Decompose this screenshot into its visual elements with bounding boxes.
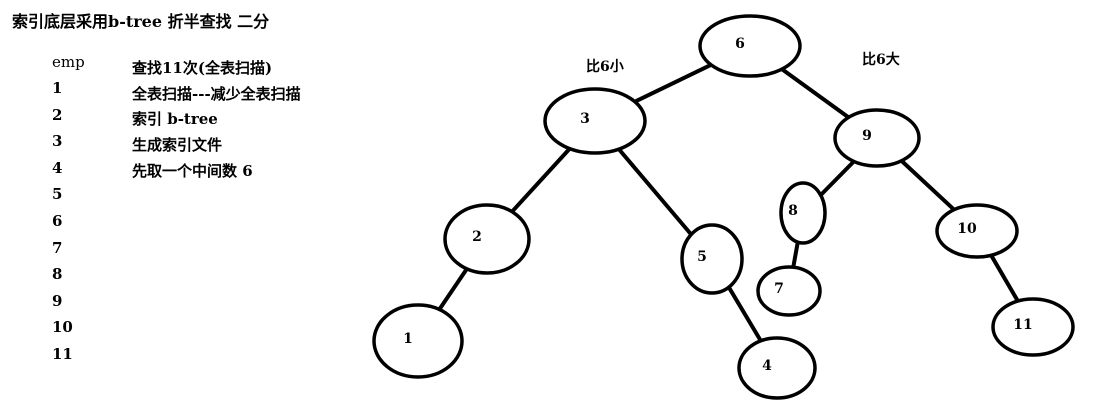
edge-n6-n9 [779, 67, 851, 120]
tree-node-3 [543, 87, 647, 155]
tree-node-10 [935, 203, 1019, 259]
edge-n8-n7 [791, 240, 800, 270]
tree-node-7 [756, 265, 822, 317]
edge-n10-n11 [989, 253, 1020, 304]
note-line: 查找11次(全表扫描) [132, 59, 273, 77]
diagram-title: 索引底层采用b-tree 折半查找 二分 [12, 12, 270, 31]
tree-node-6 [698, 14, 802, 78]
emp-row: 7 [52, 238, 63, 257]
notes-list: 查找11次(全表扫描) 全表扫描---减少全表扫描索引 b-tree 生成索引文件先… [132, 58, 301, 186]
annotation-smaller-than-6: 比6小 [586, 59, 624, 75]
emp-row: 6 [52, 211, 63, 230]
tree-edges [437, 62, 1020, 343]
tree-node-4 [737, 336, 817, 400]
tree-node-label: 8 [788, 203, 798, 219]
tree-node-label: 11 [1013, 317, 1032, 333]
emp-row-list: 1 2 3 4 5 6 7 8 9 10 11 [52, 78, 73, 371]
emp-row: 1 [52, 79, 63, 97]
emp-row: 2 [52, 105, 63, 124]
emp-row: 9 [52, 291, 63, 310]
emp-row: 4 [52, 158, 63, 177]
tree-node-label: 3 [580, 111, 590, 127]
tree-node-label: 10 [957, 221, 977, 237]
emp-table-header: emp [52, 53, 85, 71]
edge-n9-n10 [899, 158, 957, 212]
tree-node-label: 6 [735, 36, 745, 52]
edge-n5-n4 [726, 285, 763, 343]
tree-node-label: 1 [403, 331, 413, 347]
emp-row: 8 [52, 265, 63, 284]
edge-n3-n5 [616, 147, 694, 237]
edge-n2-n1 [437, 266, 469, 312]
note-line: 先取一个中间数 6 [132, 161, 253, 180]
edge-n6-n3 [632, 62, 714, 104]
tree-node-label: 2 [472, 229, 482, 245]
edge-n9-n8 [818, 159, 856, 198]
tree-node-5 [680, 223, 744, 295]
emp-row: 5 [52, 185, 63, 204]
tree-node-label: 9 [862, 128, 872, 144]
tree-node-11 [991, 297, 1075, 357]
note-line: 生成索引文件 [132, 136, 223, 155]
tree-node-9 [833, 108, 921, 168]
tree-node-8 [779, 181, 827, 245]
tree-node-label: 5 [697, 249, 707, 265]
tree-nodes: 6 3 9 2 5 8 10 1 4 7 11 [372, 14, 1075, 400]
emp-row: 3 [52, 132, 63, 151]
note-line: 索引 b-tree [132, 110, 218, 129]
emp-row: 11 [52, 344, 73, 363]
tree-node-label: 4 [762, 358, 772, 374]
emp-row: 10 [52, 318, 73, 337]
tree-node-2 [443, 203, 531, 275]
annotation-larger-than-6: 比6大 [862, 52, 900, 68]
edge-n3-n2 [510, 146, 572, 214]
tree-node-label: 7 [774, 281, 784, 297]
note-line: 全表扫描---减少全表扫描 [132, 84, 301, 103]
tree-node-1 [372, 303, 464, 379]
